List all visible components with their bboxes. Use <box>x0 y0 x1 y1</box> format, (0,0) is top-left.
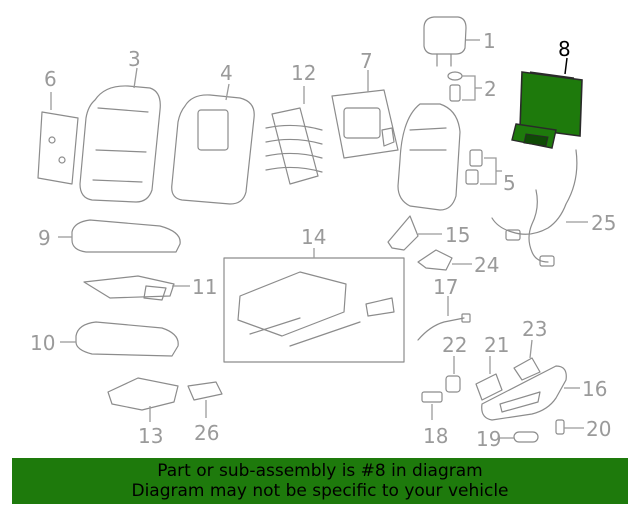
part-25-harness: 25 <box>491 149 616 267</box>
callout-21: 21 <box>484 333 509 357</box>
callout-7: 7 <box>360 49 373 73</box>
part-18-clip: 18 <box>421 391 448 448</box>
callout-18: 18 <box>423 424 448 448</box>
part-5-bolts: 5 <box>465 149 516 195</box>
callout-1: 1 <box>483 29 496 53</box>
part-17-cable: 17 <box>417 275 471 341</box>
part-21-switch: 21 <box>475 333 509 401</box>
part-22-knob: 22 <box>442 333 467 393</box>
part-14-track: 14 <box>223 225 405 363</box>
callout-13: 13 <box>138 424 163 448</box>
part-23-bracket: 23 <box>513 317 547 381</box>
part-seatback-frame <box>397 103 461 211</box>
banner-line-2: Diagram may not be specific to your vehi… <box>131 481 509 501</box>
part-12-spring: 12 <box>265 61 323 185</box>
part-3-seatback-cover: 3 <box>79 47 161 203</box>
callout-5: 5 <box>503 171 516 195</box>
callout-10: 10 <box>30 331 55 355</box>
callout-9: 9 <box>38 226 51 250</box>
callout-26: 26 <box>194 421 219 445</box>
callout-25: 25 <box>591 211 616 235</box>
part-7-frame: 7 <box>331 49 399 159</box>
part-2-guides: 2 <box>447 71 497 102</box>
callout-12: 12 <box>291 61 316 85</box>
part-1-headrest: 1 <box>423 16 496 67</box>
callout-3: 3 <box>128 47 141 71</box>
callout-19: 19 <box>476 427 501 451</box>
part-10-cushion-pad: 10 <box>30 321 179 357</box>
part-19-cover: 19 <box>476 427 539 451</box>
part-11-support: 11 <box>83 275 217 301</box>
callout-15: 15 <box>445 223 470 247</box>
callout-22: 22 <box>442 333 467 357</box>
info-banner: Part or sub-assembly is #8 in diagram Di… <box>12 458 628 504</box>
part-4-seatback-pad: 4 <box>171 61 255 205</box>
callout-8: 8 <box>558 37 571 61</box>
callout-2: 2 <box>484 77 497 101</box>
callout-14: 14 <box>301 225 326 249</box>
callout-4: 4 <box>220 61 233 85</box>
part-15-bracket: 15 <box>387 215 470 251</box>
callout-16: 16 <box>582 377 607 401</box>
callout-6: 6 <box>44 67 57 91</box>
part-26-trim: 26 <box>187 381 223 445</box>
callout-17: 17 <box>433 275 458 299</box>
callout-20: 20 <box>586 417 611 441</box>
callout-11: 11 <box>192 275 217 299</box>
part-13-frame: 13 <box>107 377 179 448</box>
callout-24: 24 <box>474 253 499 277</box>
part-16-side-shield: 16 <box>481 365 607 421</box>
part-20-cap: 20 <box>555 417 611 441</box>
part-6-back-panel: 6 <box>37 67 79 185</box>
part-24-bracket: 24 <box>417 249 499 277</box>
part-9-cushion-cover: 9 <box>38 219 181 253</box>
callout-23: 23 <box>522 317 547 341</box>
banner-line-1: Part or sub-assembly is #8 in diagram <box>157 461 483 481</box>
part-8-module: 8 <box>511 37 583 149</box>
parts-diagram: 1 2 3 4 6 12 <box>30 16 616 451</box>
